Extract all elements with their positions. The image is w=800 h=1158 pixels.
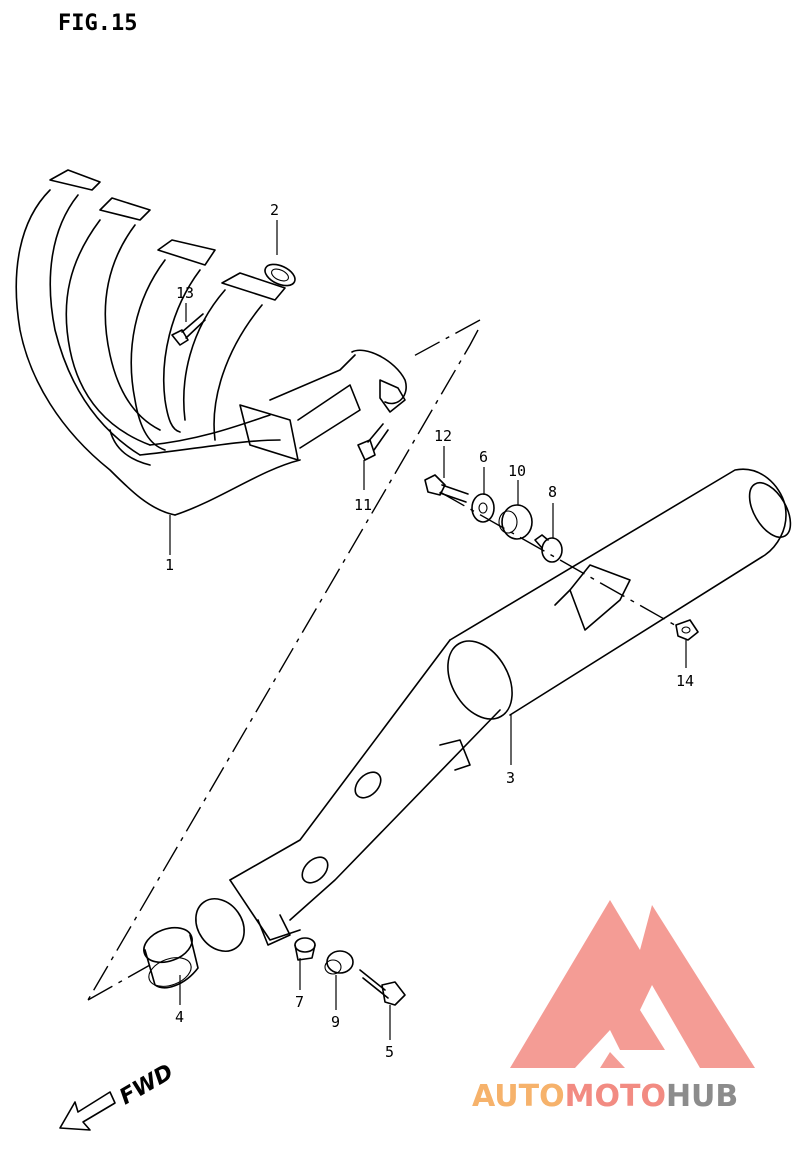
collar-8 [534, 534, 563, 563]
callout-6: 6 [479, 448, 488, 466]
fwd-indicator: FWD [59, 1060, 178, 1131]
callout-5: 5 [385, 1043, 394, 1061]
figure-title: FIG.15 [58, 11, 137, 36]
watermark-logo: AUTOMOTOHUB [472, 900, 755, 1114]
callout-11: 11 [354, 496, 372, 514]
watermark-part-auto: AUTO [472, 1079, 565, 1114]
callout-12: 12 [434, 427, 452, 445]
callout-8: 8 [548, 483, 557, 501]
callout-3: 3 [506, 769, 515, 787]
connector [143, 926, 199, 989]
cushion-10 [498, 504, 533, 540]
callout-13: 13 [176, 284, 194, 302]
triangle-logo-icon [510, 900, 755, 1068]
watermark-text: AUTOMOTOHUB [472, 1079, 738, 1114]
gasket [264, 263, 296, 287]
callout-2: 2 [270, 201, 279, 219]
watermark-part-moto: MOTO [565, 1079, 666, 1114]
nut-14 [675, 619, 699, 641]
fwd-arrow-icon [59, 1091, 116, 1131]
callout-1: 1 [165, 556, 174, 574]
collar [294, 937, 316, 961]
callout-7: 7 [295, 993, 304, 1011]
cushion-9 [324, 950, 354, 975]
callout-14: 14 [676, 672, 694, 690]
leader-lines [169, 220, 687, 1040]
callout-4: 4 [175, 1008, 184, 1026]
watermark-part-hub: HUB [666, 1079, 738, 1114]
callout-9: 9 [331, 1013, 340, 1031]
callout-10: 10 [508, 462, 526, 480]
bolt-11 [357, 423, 389, 461]
bolt-13 [171, 313, 206, 346]
muffler [195, 468, 792, 952]
bolt-12 [424, 474, 469, 503]
assembly-lines [87, 319, 681, 1001]
callout-labels: 1 2 3 4 5 6 7 8 9 10 11 12 13 14 [165, 201, 694, 1061]
exhaust-header [15, 169, 407, 516]
washer-6 [471, 493, 495, 523]
fwd-label: FWD [116, 1060, 178, 1110]
bolt-5 [359, 969, 406, 1006]
